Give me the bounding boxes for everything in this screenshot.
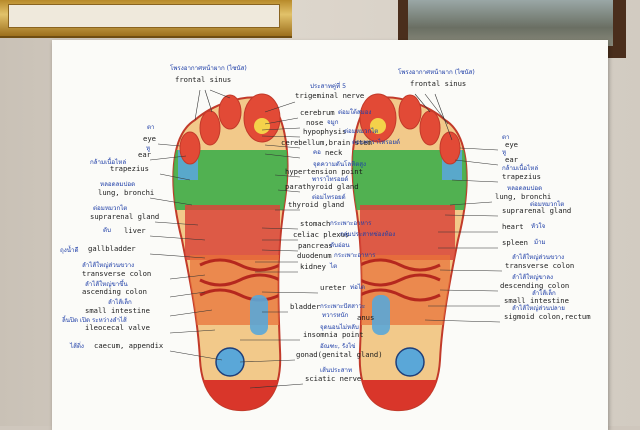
label-c-trig: trigeminal nerve	[295, 91, 365, 100]
label-l-trans: transverse colon	[82, 269, 152, 278]
label-r-trans-th: ลำไส้ใหญ่ส่วนขวาง	[512, 254, 565, 261]
label-r-ta: ตา	[502, 134, 510, 141]
label-c-ins-th: จุดนอนไม่หลับ	[320, 324, 359, 331]
label-r-title: โพรงอากาศหน้าผาก (ไซนัส)	[398, 69, 475, 76]
label-r-sig-th: ลำไส้ใหญ่ส่วนปลาย	[512, 305, 565, 312]
label-r-supra-th: ต่อมหมวกไต	[530, 201, 565, 208]
label-c-hyp: hypertension point	[285, 167, 363, 176]
label-c-stom-th: กระเพาะอาหาร	[330, 220, 372, 227]
left-foot	[172, 93, 289, 412]
label-l-eye: eye	[143, 134, 156, 143]
label-c-hypo: hypophysis	[303, 127, 347, 136]
label-c-celi-th: กลุ่มประสาทช่องท้อง	[340, 231, 396, 238]
right-foot	[351, 93, 468, 412]
label-c-duod: duodenum	[297, 251, 332, 260]
frame-artwork	[8, 4, 280, 28]
label-c-cbs: cerebellum,brain stem	[281, 138, 372, 147]
label-c-neck: neck	[325, 148, 343, 157]
label-r-small-th: ลำไส้เล็ก	[532, 290, 556, 297]
label-l-small-th: ลำไส้เล็ก	[108, 299, 132, 306]
label-l-caecum-th: ไส้ติ่ง	[70, 343, 84, 350]
label-r-ear: ear	[505, 155, 518, 164]
label-l-supra: suprarenal gland	[90, 212, 160, 221]
label-l-asc: ascending colon	[82, 287, 147, 296]
label-c-nose: nose	[306, 118, 324, 127]
label-l-gall: gallbladder	[88, 244, 136, 253]
gold-picture-frame	[0, 0, 292, 38]
label-c-neck-th: คอ	[313, 149, 321, 156]
label-l-supra-th: ต่อมหมวกไต	[93, 205, 128, 212]
label-r-frontal: frontal sinus	[410, 79, 467, 88]
label-r-supra: suprarenal gland	[502, 206, 572, 215]
label-l-ta: ตา	[147, 124, 155, 131]
reflexology-poster	[52, 40, 608, 430]
label-l-lung: lung, bronchi	[98, 188, 155, 197]
label-c-para: parathyroid gland	[285, 182, 359, 191]
label-c-thy-th: ต่อมไทรอยด์	[312, 194, 346, 201]
label-c-anus-th: ทวารหนัก	[322, 312, 349, 319]
framed-photo	[408, 0, 613, 46]
label-c-nose-th: จมูก	[327, 119, 339, 126]
label-l-ear: ear	[138, 150, 151, 159]
label-c-blad-th: กระเพาะปัสสาวะ	[320, 303, 366, 310]
label-l-trap-th: กล้ามเนื้อไหล่	[90, 159, 127, 166]
label-c-hyp-th: จุดความดันโลหิตสูง	[313, 161, 367, 168]
label-l-caecum: caecum, appendix	[94, 341, 164, 350]
label-l-ileo-th: ลิ้นปิด เปิด ระหว่างลำไส้	[62, 317, 127, 324]
label-c-stom: stomach	[300, 219, 331, 228]
label-r-lung-th: หลอดลมปอด	[507, 185, 543, 192]
label-c-hypo-th: ต่อมหมวกไต	[344, 128, 379, 135]
label-l-liver-th: ตับ	[103, 227, 111, 234]
label-c-cereb-th: ต่อมใต้สมอง	[338, 109, 372, 116]
label-c-cereb: cerebrum	[300, 108, 335, 117]
label-r-heart-th: หัวใจ	[531, 223, 546, 230]
label-r-small: small intestine	[504, 296, 569, 305]
label-r-heart: heart	[502, 222, 524, 231]
label-c-sci: sciatic nerve	[305, 374, 362, 383]
label-c-ins: insomnia point	[303, 330, 364, 339]
label-l-frontal: frontal sinus	[175, 75, 232, 84]
label-c-para-th: พาราไทรอยด์	[312, 176, 349, 183]
label-c-gon: gonad(genital gland)	[296, 350, 383, 359]
label-l-lung-th: หลอดลมปอด	[100, 181, 136, 188]
label-c-trig-th: ประสาทคู่ที่ 5	[310, 83, 347, 90]
label-l-hu: หู	[146, 145, 151, 152]
label-l-ileo: ileocecal valve	[85, 323, 150, 332]
label-r-trap: trapezius	[502, 172, 541, 181]
label-l-title: โพรงอากาศหน้าผาก (ไซนัส)	[170, 65, 247, 72]
label-c-gon-th: อัณฑะ, รังไข่	[320, 343, 356, 350]
label-c-kid: kidney	[300, 262, 326, 271]
label-c-celi: celiac plexus	[293, 230, 350, 239]
label-r-desc-th: ลำไส้ใหญ่ขาลง	[512, 274, 554, 281]
label-c-uret: ureter	[320, 283, 346, 292]
label-c-uret-th: ท่อไต	[350, 284, 365, 291]
label-c-blad: bladder	[290, 302, 321, 311]
label-l-liver: liver	[124, 226, 146, 235]
leader-lines	[149, 89, 503, 389]
label-r-hu: หู	[502, 149, 507, 156]
label-l-trap: trapezius	[110, 164, 149, 173]
label-r-spleen: spleen	[502, 238, 528, 247]
label-r-lung: lung, bronchi	[495, 192, 552, 201]
label-l-gall-th: ถุงน้ำดี	[60, 247, 79, 254]
label-c-anus: anus	[357, 313, 375, 322]
label-r-trap-th: กล้ามเนื้อไหล่	[502, 165, 539, 172]
label-l-small: small intestine	[85, 306, 150, 315]
label-c-duod-th: กระเพาะอาหาร	[334, 252, 376, 259]
label-c-cbs-th: ต่อมพาราไทรอยด์	[352, 139, 401, 146]
label-c-panc-th: ตับอ่อน	[330, 242, 350, 249]
label-r-eye: eye	[505, 140, 518, 149]
label-l-trans-th: ลำไส้ใหญ่ส่วนขวาง	[82, 262, 135, 269]
label-r-sig: sigmoid colon,rectum	[504, 312, 591, 321]
label-c-thy: thyroid gland	[288, 200, 345, 209]
label-c-panc: pancreas	[298, 241, 333, 250]
label-c-sci-th: เส้นประสาท	[320, 367, 353, 374]
label-c-kid-th: ไต	[330, 263, 338, 270]
label-r-desc: descending colon	[500, 281, 570, 290]
label-l-asc-th: ลำไส้ใหญ่ขาขึ้น	[85, 281, 128, 288]
label-r-spleen-th: ม้าม	[534, 239, 546, 246]
label-r-trans: transverse colon	[505, 261, 575, 270]
